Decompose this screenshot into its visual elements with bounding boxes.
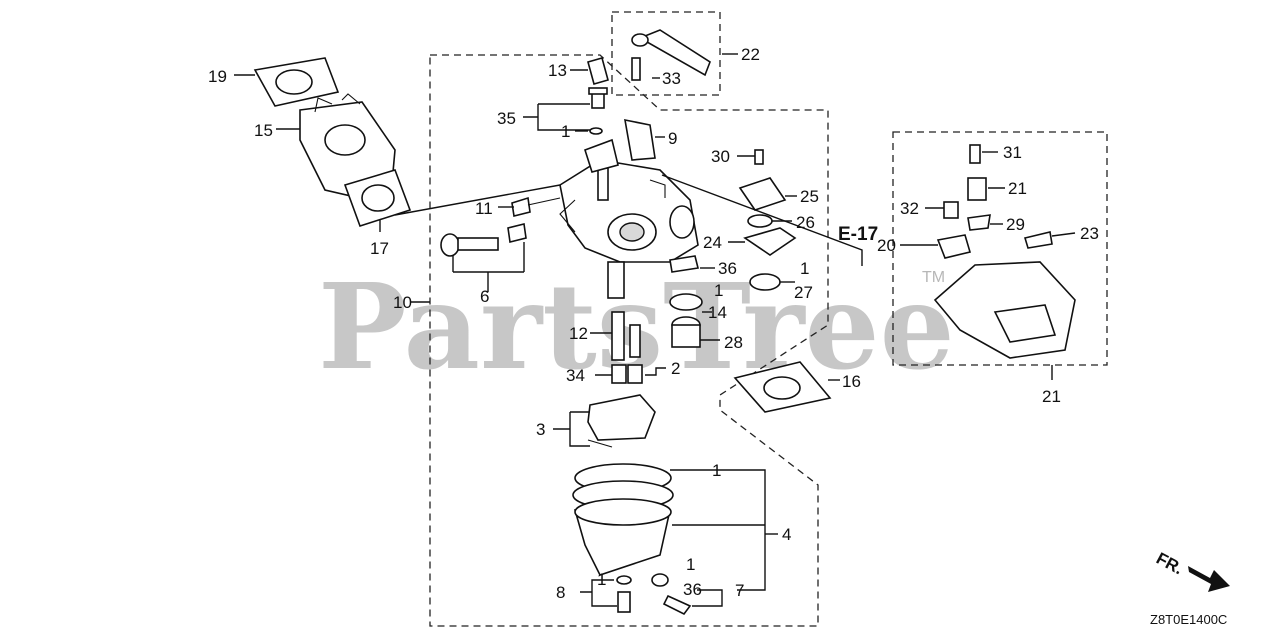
callout-24: 25	[800, 187, 819, 206]
callout-14: 15	[254, 121, 273, 140]
diagram-code: Z8T0E1400C	[1150, 612, 1227, 627]
callout-34: 35	[497, 109, 516, 128]
callout-labels: 19 15 17 10 11 6 13 35 1 9 12 34 2 3 1 4…	[208, 45, 1099, 602]
callout-10: 11	[475, 199, 493, 218]
carburetor-body	[559, 159, 699, 299]
callout-12: 13	[548, 61, 567, 80]
callout-25: 26	[796, 213, 815, 232]
callout-1-seal: 1	[800, 259, 809, 278]
callout-27: 28	[724, 333, 743, 352]
callout-3: 3	[536, 420, 545, 439]
spring-32	[631, 57, 641, 81]
callout-29: 30	[711, 147, 730, 166]
clip-12	[587, 57, 609, 85]
screw-34	[588, 87, 608, 109]
callout-1-drain: 1	[597, 570, 606, 589]
float-bowl-4	[572, 463, 674, 576]
callout-20: 21	[1008, 179, 1027, 198]
callout-9: 10	[393, 293, 412, 312]
callout-1-bolt: 1	[686, 555, 695, 574]
springs-33	[611, 364, 643, 384]
screw-30	[969, 144, 981, 164]
leader-lines	[234, 53, 1076, 607]
pilot-screw-5	[440, 223, 527, 257]
lever-top	[584, 138, 619, 173]
o-ring-13	[669, 293, 703, 311]
callout-1-washer: 1	[561, 122, 570, 141]
solenoid-27	[671, 316, 701, 348]
cover-24	[738, 177, 787, 211]
front-arrow-icon	[1188, 566, 1230, 592]
callout-22: 23	[1080, 224, 1099, 243]
callout-8: 9	[668, 129, 677, 148]
lever-assembly-boundary	[611, 11, 721, 96]
callout-26: 27	[794, 283, 813, 302]
callout-35: 36	[718, 259, 737, 278]
callout-1-oring: 1	[714, 281, 723, 300]
front-label: FR.	[1153, 549, 1186, 579]
callout-4: 4	[782, 525, 791, 544]
main-jet-11	[611, 311, 641, 361]
gasket-25	[747, 214, 773, 228]
washer-1-top	[589, 127, 603, 135]
gasket-15	[733, 361, 832, 413]
seal-26	[749, 273, 781, 291]
callout-7: 8	[556, 583, 565, 602]
callout-32: 33	[662, 69, 681, 88]
front-direction-indicator: FR.	[1153, 549, 1230, 592]
callout-2: 2	[671, 359, 680, 378]
gasket-17	[253, 57, 340, 107]
callout-30: 31	[1003, 143, 1022, 162]
callout-28: 29	[1006, 215, 1025, 234]
control-bracket-19	[933, 261, 1076, 359]
spring-22	[1023, 231, 1053, 249]
callout-33: 34	[566, 366, 585, 385]
watermark-trademark: TM	[922, 269, 945, 286]
gasket-16	[343, 169, 412, 227]
callout-17: 19	[208, 67, 227, 86]
callout-6: 7	[735, 581, 744, 600]
bolt-20	[967, 177, 987, 201]
callout-31: 32	[900, 199, 919, 218]
screw-31	[943, 201, 959, 219]
choke-lever-8	[624, 118, 656, 161]
callout-21: 22	[741, 45, 760, 64]
section-reference-label: E-17	[838, 224, 878, 245]
holder-18	[936, 234, 972, 259]
throttle-lever-21	[631, 29, 711, 77]
callout-36: 36	[683, 580, 702, 599]
drain-bolt-36	[651, 573, 692, 616]
callout-23: 24	[703, 233, 722, 252]
screw-29	[754, 149, 764, 165]
callout-5: 6	[480, 287, 489, 306]
callout-11: 12	[569, 324, 588, 343]
callout-13: 14	[708, 303, 727, 322]
float-3	[587, 394, 656, 448]
clip-28	[967, 214, 991, 231]
screw-10	[511, 196, 561, 217]
callout-19: 21	[1042, 387, 1061, 406]
callout-16: 17	[370, 239, 389, 258]
drain-screw-7	[616, 575, 632, 613]
diaphragm-23	[743, 227, 797, 256]
valve-35	[669, 255, 699, 273]
callout-1-bowl: 1	[712, 461, 721, 480]
bracket-assembly-boundary	[892, 131, 1108, 366]
callout-18: 20	[877, 236, 896, 255]
callout-15: 16	[842, 372, 861, 391]
